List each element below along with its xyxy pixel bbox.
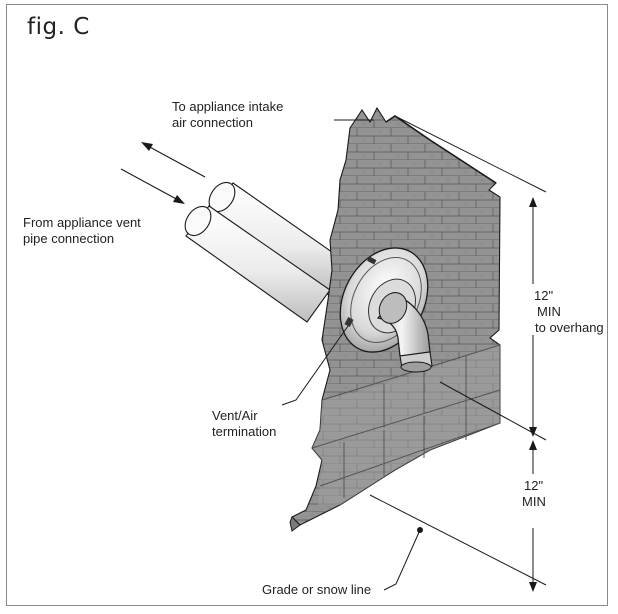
upper-dimension-label: 12" MIN to overhang [531, 288, 604, 336]
intake-label-line1: To appliance intake [172, 99, 284, 114]
lower-dimension-label: 12" MIN [522, 478, 546, 510]
vent-label-line1: From appliance vent [23, 215, 141, 230]
intake-flow-arrow [141, 142, 206, 178]
termination-label-line2: termination [212, 424, 277, 439]
figure-title: fig. C [27, 14, 90, 40]
lower-dimension-min: MIN [522, 494, 546, 509]
lower-dimension-value: 12" [524, 478, 544, 493]
termination-label: Vent/Air termination [212, 408, 276, 440]
vent-label-line2: pipe connection [23, 231, 115, 246]
vent-air-termination [339, 247, 433, 373]
grade-line-marker [417, 527, 423, 533]
intake-label: To appliance intake air connection [172, 99, 283, 131]
upper-dimension-value: 12" [534, 288, 554, 303]
intake-label-line2: air connection [172, 115, 253, 130]
leader-lines [281, 119, 421, 591]
upper-dimension-note: to overhang [535, 320, 604, 335]
vent-label: From appliance vent pipe connection [23, 215, 141, 247]
dimension-lines [369, 115, 547, 586]
grade-label: Grade or snow line [262, 582, 372, 597]
vent-flow-arrow [120, 168, 185, 204]
vent-pipe [184, 205, 331, 323]
upper-dimension-min: MIN [537, 304, 561, 319]
termination-label-line1: Vent/Air [212, 408, 258, 423]
dimension-arrowheads [529, 197, 537, 592]
